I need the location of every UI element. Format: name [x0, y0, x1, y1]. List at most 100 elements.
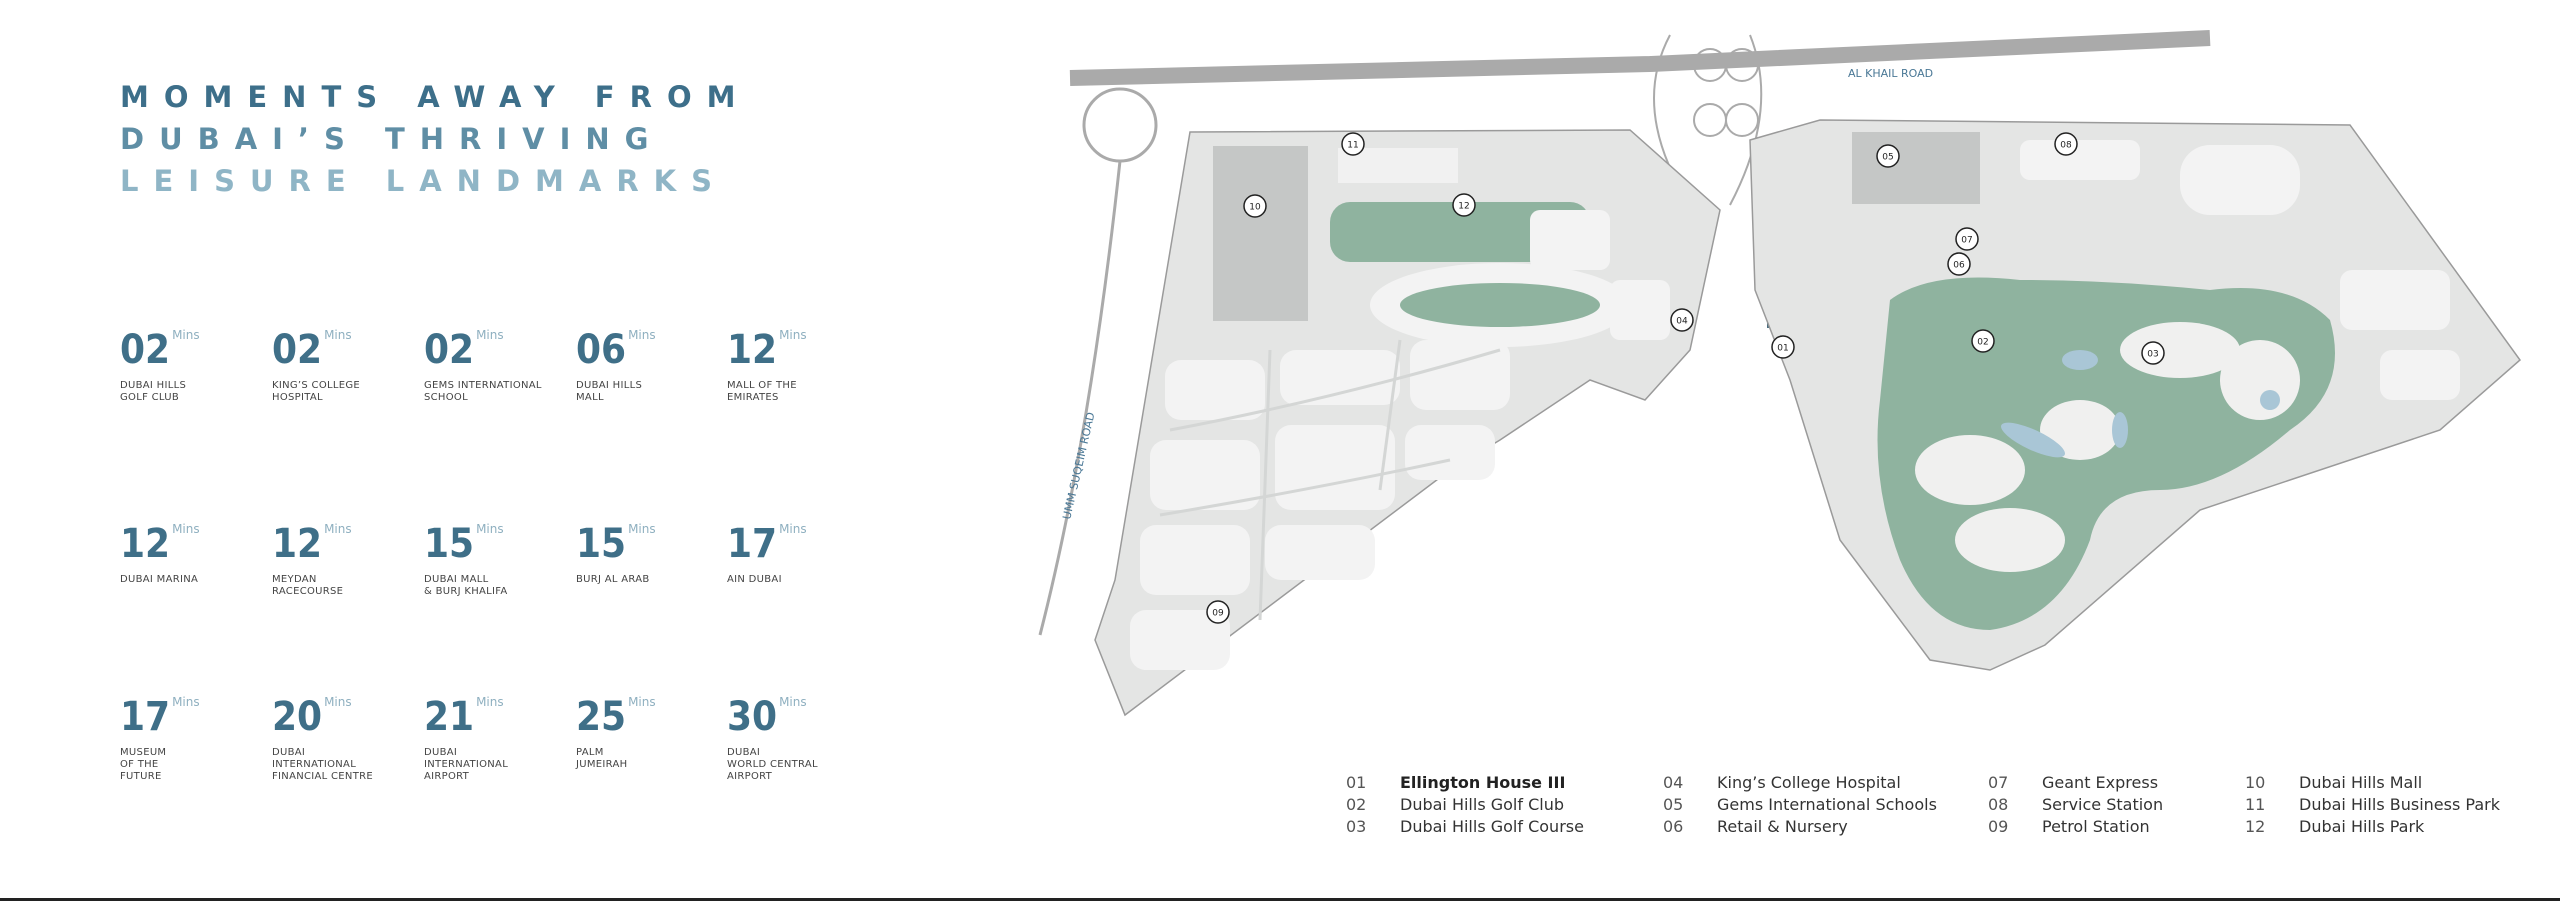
minutes-unit: Mins: [628, 328, 656, 342]
al-khail-road: [1069, 30, 2211, 86]
map-marker-05: 05: [1876, 144, 1900, 168]
svg-text:09: 09: [1212, 609, 1224, 619]
destination-name: MALL OF THE EMIRATES: [727, 380, 797, 403]
legend-number: 03: [1346, 817, 1367, 836]
mall-block: [1213, 146, 1308, 321]
svg-text:10: 10: [1249, 203, 1261, 213]
legend-number: 05: [1663, 795, 1684, 814]
map-marker-06: 06: [1947, 252, 1971, 276]
legend-name: Dubai Hills Park: [2299, 817, 2425, 836]
destination-name: DUBAI INTERNATIONAL AIRPORT: [424, 747, 509, 782]
svg-text:03: 03: [2147, 350, 2158, 360]
legend-name: Dubai Hills Business Park: [2299, 795, 2500, 814]
destination-name: MUSEUM OF THE FUTURE: [120, 747, 167, 782]
road-label-umm-suqeim: UMM SUQEIM ROAD: [1060, 411, 1097, 521]
destination-name: DUBAI HILLS MALL: [576, 380, 643, 403]
svg-text:06: 06: [1953, 261, 1965, 271]
svg-text:02: 02: [1977, 338, 1988, 348]
map-marker-02: 02: [1971, 329, 1995, 353]
svg-text:12: 12: [1458, 202, 1469, 212]
road-label-al-khail: AL KHAIL ROAD: [1848, 67, 1933, 80]
destination-name: KING’S COLLEGE HOSPITAL: [272, 380, 361, 403]
map-marker-09: 09: [1206, 600, 1230, 624]
minutes-unit: Mins: [779, 522, 807, 536]
legend-number: 01: [1346, 773, 1367, 792]
heading-line-3: LEISURE LANDMARKS: [120, 164, 728, 198]
legend-number: 12: [2245, 817, 2266, 836]
minutes-unit: Mins: [324, 522, 352, 536]
destination-name: DUBAI INTERNATIONAL FINANCIAL CENTRE: [272, 747, 373, 782]
page-heading: MOMENTS AWAY FROM DUBAI’S THRIVING LEISU…: [120, 76, 750, 202]
travel-minutes: 21: [424, 694, 475, 740]
travel-minutes: 15: [576, 521, 627, 567]
cloverleaf-interchange: [1693, 48, 1759, 137]
heading-line-2: DUBAI’S THRIVING: [120, 122, 664, 156]
legend-number: 09: [1988, 817, 2009, 836]
legend-name: Geant Express: [2042, 773, 2159, 792]
destination-name: MEYDAN RACECOURSE: [272, 574, 344, 597]
travel-minutes: 02: [424, 327, 475, 373]
heading-line-1: MOMENTS AWAY FROM: [120, 80, 751, 114]
school-block: [1852, 132, 1980, 204]
svg-text:08: 08: [2060, 141, 2072, 151]
legend-name: Dubai Hills Golf Club: [1400, 795, 1565, 814]
minutes-unit: Mins: [172, 328, 200, 342]
minutes-unit: Mins: [172, 522, 200, 536]
legend-number: 07: [1988, 773, 2009, 792]
legend-number: 02: [1346, 795, 1367, 814]
map-marker-04: 04: [1670, 308, 1694, 332]
bottom-rule: [0, 898, 2560, 901]
minutes-unit: Mins: [779, 328, 807, 342]
park-green-center: [1400, 283, 1600, 327]
travel-minutes: 17: [120, 694, 171, 740]
travel-minutes: 12: [727, 327, 778, 373]
minutes-unit: Mins: [476, 522, 504, 536]
travel-minutes: 12: [272, 521, 323, 567]
legend-name: Gems International Schools: [1717, 795, 1937, 814]
legend-item: 05 Gems International Schools: [1663, 794, 1937, 816]
villa-plots-east: [2020, 140, 2460, 400]
travel-minutes: 17: [727, 521, 778, 567]
legend-name: Dubai Hills Golf Course: [1400, 817, 1584, 836]
svg-text:07: 07: [1961, 236, 1972, 246]
interchange-ramp-east: [1729, 34, 1763, 206]
east-district: [1749, 119, 2522, 671]
travel-minutes: 30: [727, 694, 778, 740]
map-marker-01: 01: [1771, 335, 1795, 359]
minutes-unit: Mins: [476, 695, 504, 709]
map-marker-10: 10: [1243, 194, 1267, 218]
minutes-unit: Mins: [324, 695, 352, 709]
destination-name: PALM JUMEIRAH: [576, 747, 628, 770]
map-marker-12: 12: [1452, 193, 1476, 217]
golf-fairway-plots: [1915, 322, 2300, 572]
legend-item: 03 Dubai Hills Golf Course: [1346, 816, 1584, 838]
travel-minutes: 15: [424, 521, 475, 567]
legend-name: King’s College Hospital: [1717, 773, 1901, 792]
destination-name: AIN DUBAI: [727, 574, 782, 585]
